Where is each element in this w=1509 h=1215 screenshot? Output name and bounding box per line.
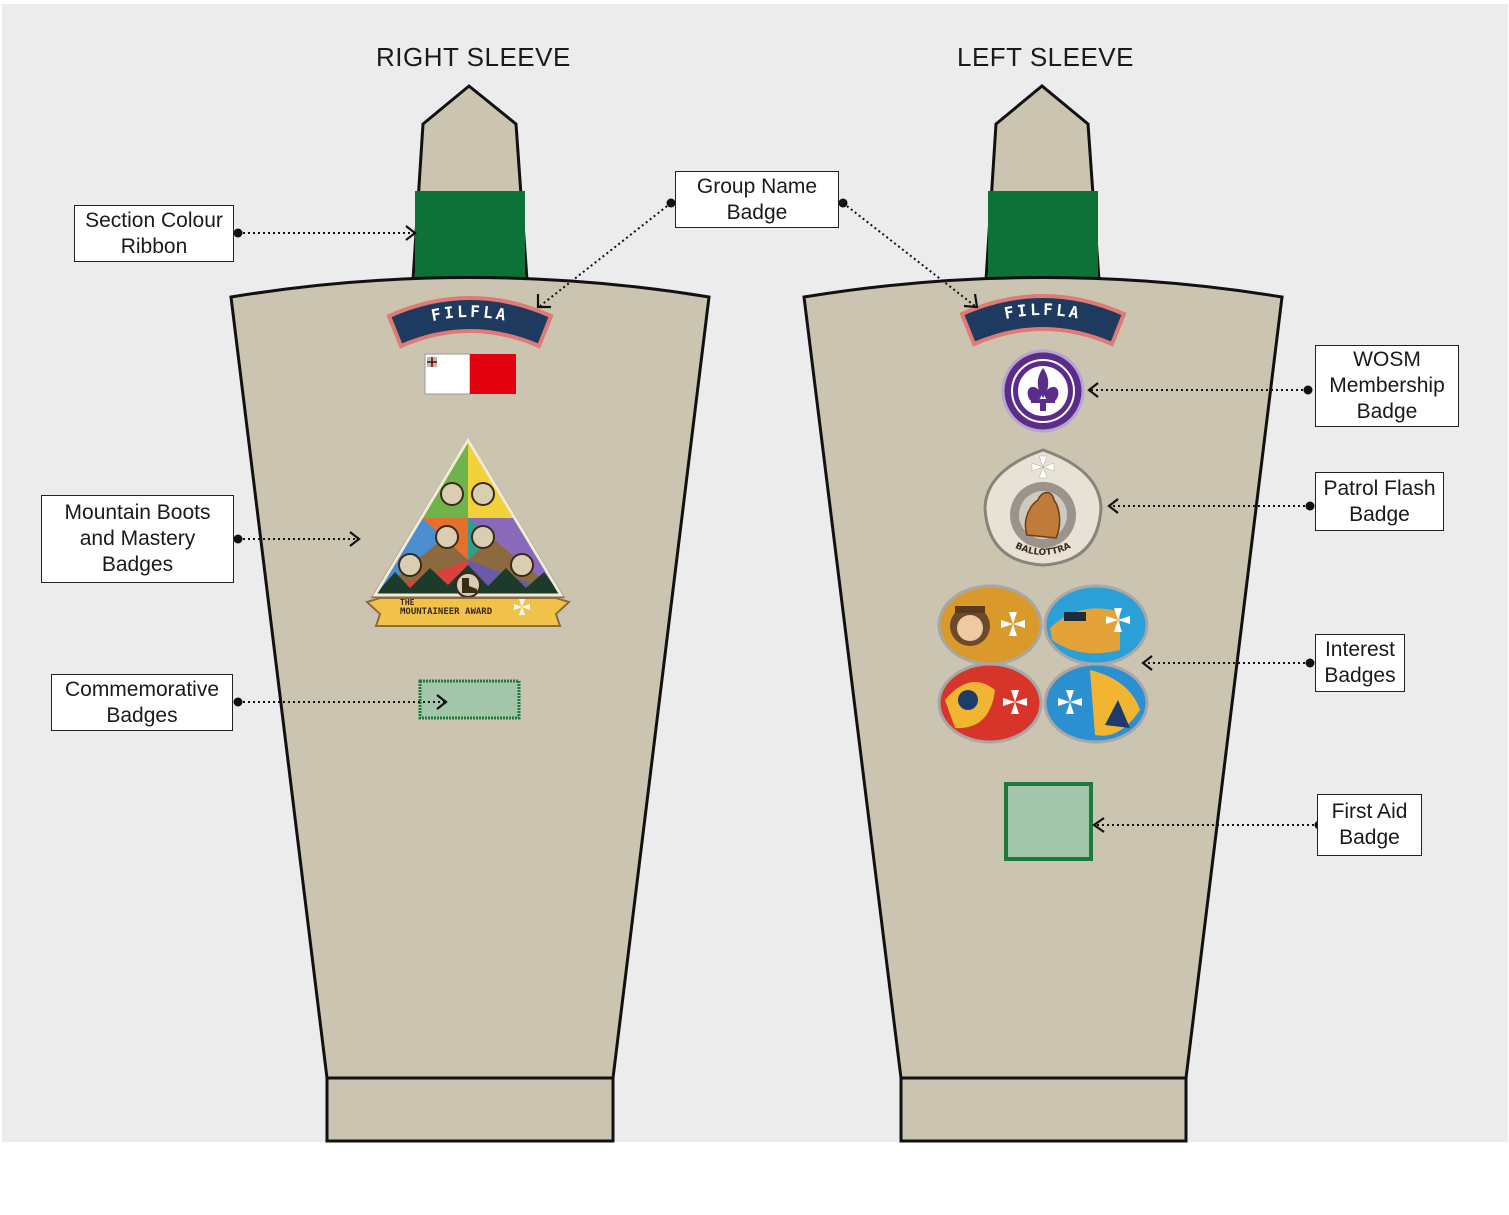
- callout-text: Membership: [1329, 374, 1445, 397]
- svg-text:FILFLA: FILFLA: [430, 302, 511, 325]
- right-sleeve: FILFLA: [229, 84, 711, 1143]
- callout-group-name-badge: Group Name Badge: [675, 171, 839, 228]
- callout-text: First Aid: [1331, 800, 1408, 823]
- left-sleeve: FILFLA: [802, 84, 1284, 1143]
- callout-interest-badges: Interest Badges: [1315, 634, 1405, 692]
- left-sleeve-title: LEFT SLEEVE: [957, 42, 1134, 72]
- wosm-membership-badge: [1001, 349, 1085, 433]
- callout-text: Ribbon: [120, 234, 188, 258]
- malta-flag-icon: [424, 353, 516, 395]
- mountaineer-award-line2: MOUNTAINEER AWARD: [400, 607, 493, 617]
- callout-text: Interest: [1324, 638, 1396, 661]
- callout-text: Section Colour: [85, 208, 223, 232]
- right-section-colour-ribbon: [415, 191, 525, 279]
- callout-text: Badge: [1339, 826, 1400, 849]
- maltese-cross-icon: [514, 599, 530, 615]
- left-section-colour-ribbon: [988, 191, 1098, 279]
- callout-text: Commemorative: [64, 677, 220, 701]
- left-sleeve-cuff: [899, 1076, 1188, 1143]
- callout-text: Badge: [1356, 400, 1418, 423]
- interest-badge-2: [1043, 584, 1149, 666]
- right-sleeve-cuff: [325, 1076, 615, 1143]
- left-group-name-text: FILFLA: [1003, 300, 1081, 323]
- callout-commemorative-badges: Commemorative Badges: [51, 674, 233, 731]
- callout-wosm-membership-badge: WOSM Membership Badge: [1315, 345, 1459, 427]
- leader-lines: [238, 202, 1319, 826]
- mountaineer-award-line1: THE: [400, 598, 415, 607]
- commemorative-badge-placeholder: [418, 679, 521, 720]
- callout-text: Mountain Boots: [64, 501, 211, 524]
- callout-patrol-flash-badge: Patrol Flash Badge: [1315, 472, 1444, 531]
- left-group-name-badge: FILFLA: [959, 294, 1127, 347]
- right-group-name-text: FILFLA: [430, 302, 508, 325]
- callout-text: WOSM: [1353, 348, 1421, 371]
- callout-text: Patrol Flash: [1323, 476, 1436, 500]
- callout-text: Badge: [1349, 502, 1410, 526]
- callout-mountain-boots-mastery: Mountain Boots and Mastery Badges: [41, 495, 234, 583]
- fleur-de-lis-icon: [1027, 368, 1059, 411]
- mountaineer-award-badge: THE MOUNTAINEER AWARD: [365, 437, 571, 627]
- callout-first-aid-badge: First Aid Badge: [1317, 794, 1422, 856]
- right-sleeve-title: RIGHT SLEEVE: [376, 42, 571, 72]
- svg-text:FILFLA: FILFLA: [1003, 300, 1084, 323]
- interest-badge-4: [1043, 662, 1149, 744]
- arrow-icon: [349, 225, 1153, 833]
- first-aid-badge-placeholder: [1004, 782, 1093, 861]
- maltese-cross-icon: [1031, 455, 1055, 479]
- interest-badge-3: [937, 662, 1043, 744]
- boot-icon: [462, 578, 477, 593]
- callout-text: Group Name: [696, 174, 818, 198]
- callout-section-colour-ribbon: Section Colour Ribbon: [74, 205, 234, 262]
- callout-text: Badges: [101, 553, 174, 576]
- patrol-flash-badge: BALLOTTRA: [983, 448, 1103, 567]
- callout-text: Badges: [106, 703, 178, 727]
- callout-text: Badge: [726, 200, 788, 224]
- left-sleeve-body: [802, 276, 1284, 1080]
- callout-text: Badges: [1324, 664, 1396, 687]
- right-group-name-badge: FILFLA: [386, 296, 554, 349]
- interest-badge-1: [937, 584, 1043, 666]
- right-sleeve-body: [229, 276, 711, 1080]
- callout-text: and Mastery: [79, 527, 196, 550]
